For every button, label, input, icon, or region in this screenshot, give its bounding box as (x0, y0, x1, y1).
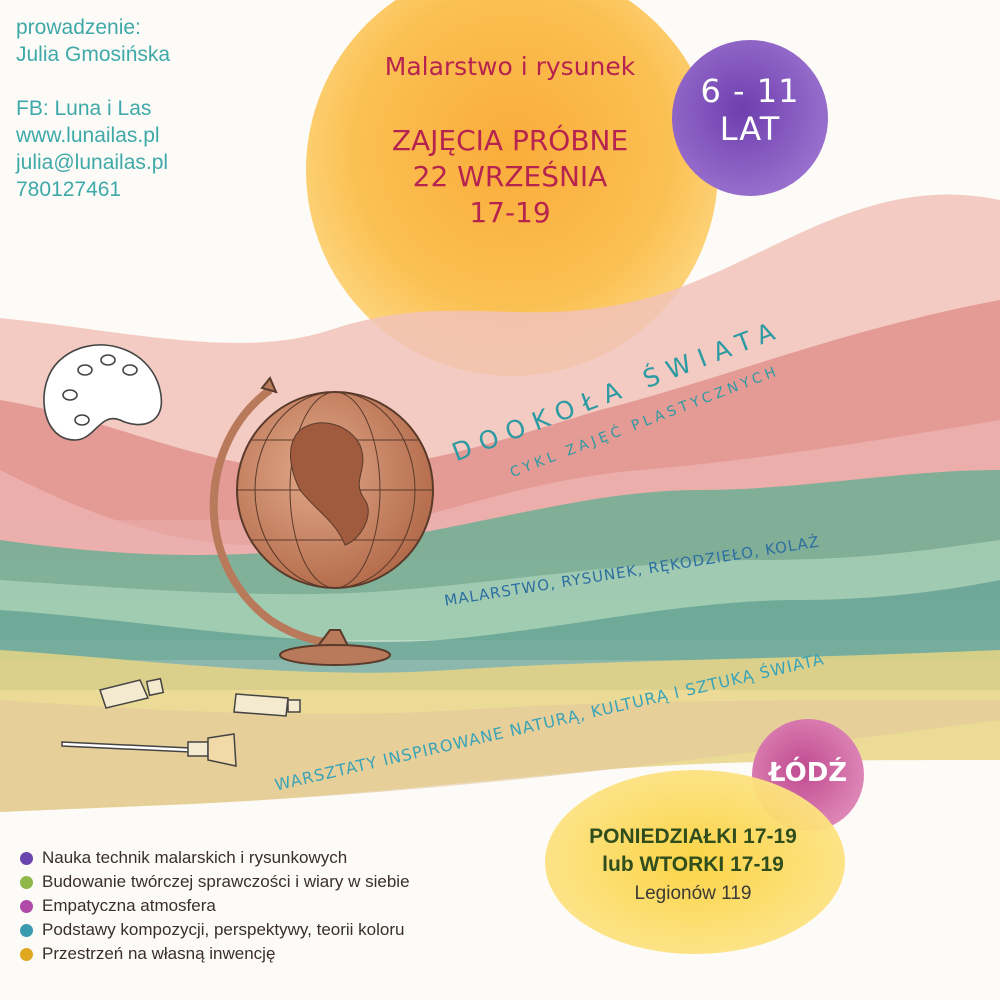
lead-label: prowadzenie: (16, 16, 141, 39)
age-range: 6 - 11 (700, 72, 800, 110)
event-info: Malarstwo i rysunek ZAJĘCIA PRÓBNE 22 WR… (300, 52, 720, 231)
bullet-dot-icon (20, 899, 33, 913)
trial-label: ZAJĘCIA PRÓBNE (391, 124, 629, 157)
feature-text: Empatyczna atmosfera (42, 896, 216, 915)
feature-text: Podstawy kompozycji, perspektywy, teorii… (42, 920, 405, 939)
schedule-blob (545, 770, 845, 954)
wave-sand (0, 700, 1000, 812)
features-list: Nauka technik malarskich i rysunkowych B… (20, 846, 410, 966)
lead-name: Julia Gmosińska (16, 43, 171, 66)
contact-block: prowadzenie: Julia Gmosińska FB: Luna i … (16, 14, 170, 203)
list-item: Nauka technik malarskich i rysunkowych (20, 846, 410, 870)
age-badge (672, 40, 828, 196)
list-item: Empatyczna atmosfera (20, 894, 410, 918)
feature-text: Nauka technik malarskich i rysunkowych (42, 848, 348, 867)
paint-tube-icon (99, 677, 165, 709)
list-item: Przestrzeń na własną inwencję (20, 942, 410, 966)
palette-icon (43, 344, 163, 441)
schedule-block: PONIEDZIAŁKI 17-19 lub WTORKI 17-19 Legi… (548, 823, 838, 909)
bullet-dot-icon (20, 947, 33, 961)
email-link[interactable]: julia@lunailas.pl (16, 151, 169, 174)
list-item: Podstawy kompozycji, perspektywy, teorii… (20, 918, 410, 942)
trial-hours: 17-19 (469, 196, 551, 229)
bullet-dot-icon (20, 851, 33, 865)
list-item: Budowanie twórczej sprawczości i wiary w… (20, 870, 410, 894)
address: Legionów 119 (634, 883, 752, 904)
schedule-monday: PONIEDZIAŁKI 17-19 (589, 825, 797, 848)
sun-circle (306, 0, 718, 376)
facebook-link[interactable]: FB: Luna i Las (16, 97, 152, 120)
paintbrush-icon (61, 733, 237, 767)
age-label: 6 - 11 LAT (680, 72, 820, 148)
city-label: ŁÓDŹ (768, 758, 848, 788)
paint-tube-icon (233, 693, 301, 717)
bullet-dot-icon (20, 923, 33, 937)
globe-icon (209, 376, 434, 666)
bullet-dot-icon (20, 875, 33, 889)
trial-date: 22 WRZEŚNIA (412, 160, 608, 193)
age-unit: LAT (719, 110, 781, 148)
schedule-tuesday: lub WTORKI 17-19 (602, 853, 784, 876)
phone-number[interactable]: 780127461 (16, 178, 122, 201)
feature-text: Przestrzeń na własną inwencję (42, 944, 276, 963)
event-subtitle: Malarstwo i rysunek (384, 52, 636, 81)
feature-text: Budowanie twórczej sprawczości i wiary w… (42, 872, 410, 891)
website-link[interactable]: www.lunailas.pl (16, 124, 160, 147)
